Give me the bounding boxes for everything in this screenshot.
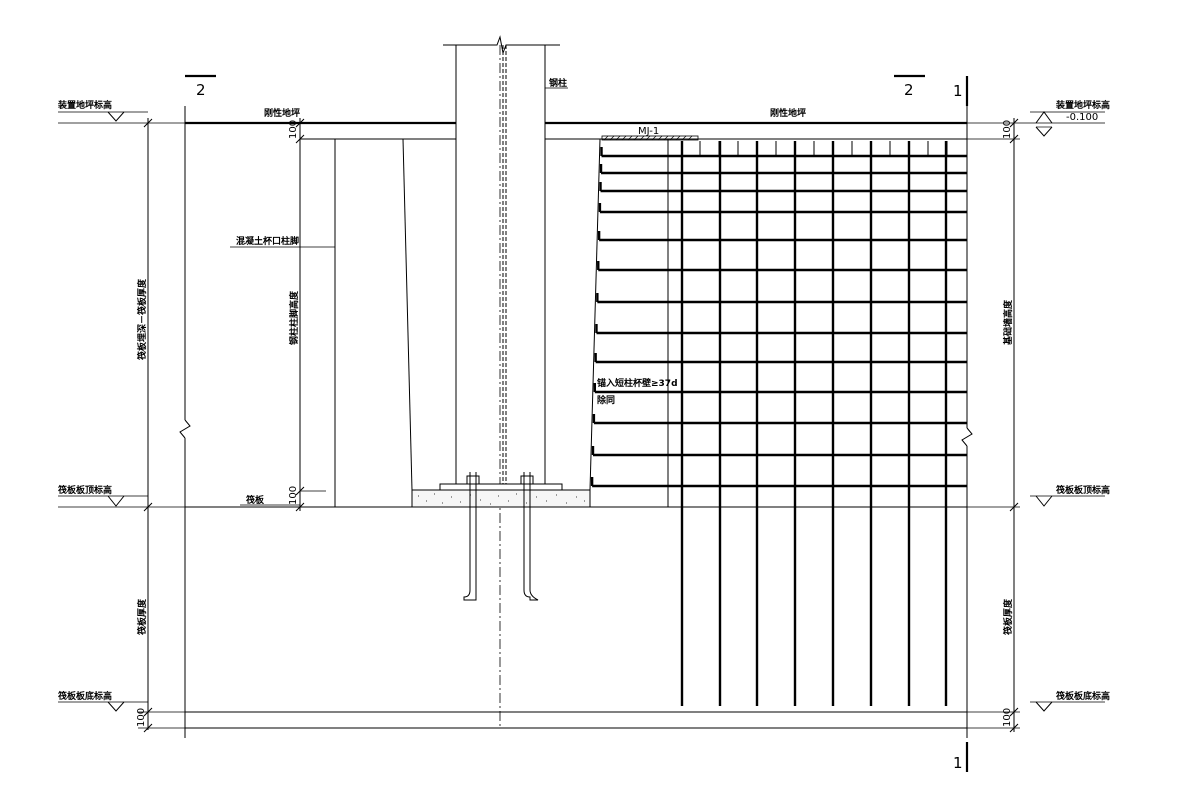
grout-pad [411, 483, 591, 508]
svg-text:装置地坪标高: 装置地坪标高 [57, 99, 112, 111]
concrete-cup-pier: 混凝土杯口柱脚 [230, 138, 669, 507]
svg-text:2: 2 [196, 81, 206, 99]
svg-text:1: 1 [953, 82, 963, 100]
svg-text:筏板埋深－筏板厚度: 筏板埋深－筏板厚度 [136, 278, 148, 361]
left-elevation-marks: 装置地坪标高 筏板板顶标高 筏板板底标高 100 筏板埋深－筏板厚度 筏板厚度 [57, 99, 185, 733]
svg-text:锚入短柱杯壁≥37d: 锚入短柱杯壁≥37d [597, 377, 678, 389]
rigid-floor-slab: 刚性地坪 刚性地坪 [185, 107, 967, 140]
svg-text:钢柱: 钢柱 [549, 77, 567, 89]
section-marker-2-left: 2 [185, 74, 216, 99]
svg-text:筏板板顶标高: 筏板板顶标高 [1055, 484, 1110, 496]
section-marker-1-bottom: 1 [953, 742, 969, 772]
svg-text:除同: 除同 [597, 394, 615, 406]
svg-text:100: 100 [288, 486, 299, 505]
svg-text:装置地坪标高: 装置地坪标高 [1055, 99, 1110, 111]
right-elevation-marks: 装置地坪标高 -0.100 筏板板顶标高 筏板板底标高 100 100 基础墙高… [967, 99, 1110, 733]
svg-text:筏板板底标高: 筏板板底标高 [1055, 690, 1110, 702]
anchor-note: 锚入短柱杯壁≥37d 除同 [597, 377, 678, 406]
svg-text:筏板板顶标高: 筏板板顶标高 [57, 484, 112, 496]
svg-text:100: 100 [288, 120, 299, 139]
svg-text:基础墙高度: 基础墙高度 [1002, 299, 1014, 346]
section-marker-1-top: 1 [953, 76, 969, 106]
embed-plate-mj1: MJ-1 [601, 126, 699, 141]
svg-text:100: 100 [1002, 120, 1013, 139]
svg-text:MJ-1: MJ-1 [638, 126, 659, 137]
svg-text:钢柱柱脚高度: 钢柱柱脚高度 [288, 290, 300, 345]
steel-column: 钢柱 [443, 35, 568, 728]
svg-text:筏板厚度: 筏板厚度 [1002, 598, 1014, 636]
svg-text:筏板厚度: 筏板厚度 [136, 598, 148, 636]
column-height-dimensions: 100 100 钢柱柱脚高度 [288, 118, 326, 512]
raft-slab: 筏板 [179, 106, 973, 738]
svg-text:筏板: 筏板 [245, 494, 265, 506]
svg-text:筏板板底标高: 筏板板底标高 [57, 690, 112, 702]
svg-text:100: 100 [1002, 708, 1013, 727]
svg-text:-0.100: -0.100 [1066, 112, 1098, 123]
svg-text:刚性地坪: 刚性地坪 [264, 107, 300, 119]
svg-text:刚性地坪: 刚性地坪 [770, 107, 806, 119]
anchor-bolts [463, 472, 539, 601]
svg-text:100: 100 [136, 708, 147, 727]
rebar-grid [590, 138, 967, 706]
section-marker-2-right: 2 [894, 74, 925, 99]
svg-text:1: 1 [953, 754, 963, 772]
svg-text:2: 2 [904, 81, 914, 99]
svg-text:混凝土杯口柱脚: 混凝土杯口柱脚 [236, 235, 299, 247]
